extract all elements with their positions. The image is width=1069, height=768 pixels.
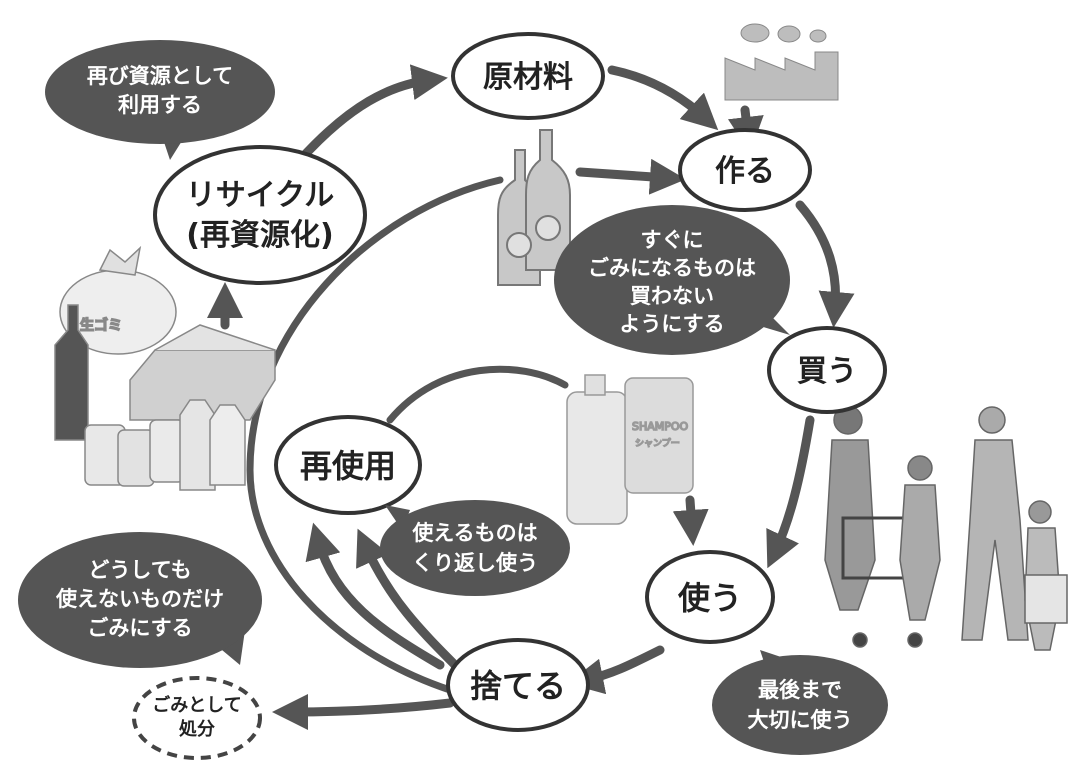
node-raw-materials: 原材料 (451, 32, 605, 120)
node-recycle: リサイクル (再資源化) (153, 145, 367, 285)
make-label: 作る (715, 154, 775, 189)
node-use: 使う (645, 550, 775, 644)
arrow-recycle-to-raw (295, 64, 448, 165)
recycle-label-line1: リサイクル (186, 178, 335, 213)
discard-note-line3: ごみにする (87, 616, 192, 640)
recycle-label-line2: (再資源化) (186, 218, 333, 253)
discard-label: 捨てる (470, 667, 566, 705)
discard-note-line2: 使えないものだけ (55, 587, 224, 611)
discard-note-line1: どうしても (88, 558, 191, 582)
recycle-note-line1: 再び資源として (87, 64, 233, 88)
bubble-buy-note: すぐに ごみになるものは 買わない ようにする (554, 205, 790, 355)
arrow-buy-to-use (766, 415, 815, 569)
node-reuse: 再使用 (274, 415, 422, 515)
arrow-discard-to-reuse (356, 528, 465, 675)
use-note-line1: 最後まで (758, 678, 842, 702)
dispose-label-line2: 処分 (179, 718, 215, 740)
bubble-reuse-note: 使えるものは くり返し使う (380, 500, 570, 596)
use-note-line2: 大切に使う (748, 708, 853, 732)
shampoo-illustration: SHAMPOO シャンプー (566, 374, 694, 525)
node-make: 作る (678, 128, 812, 212)
bottles-illustration (497, 129, 571, 286)
node-dispose: ごみとして 処分 (132, 676, 262, 760)
arrow-discard-to-dispose (272, 693, 455, 730)
buy-note-line1: すぐに (641, 228, 704, 252)
reuse-label: 再使用 (300, 447, 396, 485)
arrow-reuse-to-shampoo (386, 365, 569, 424)
factory-illustration (724, 23, 839, 101)
buy-note-line2: ごみになるものは (588, 256, 756, 280)
buy-label: 買う (797, 354, 857, 389)
arrow-bottles-to-make (575, 158, 686, 195)
arrow-discard-to-recycle (246, 176, 504, 694)
arrow-make-to-buy (795, 200, 855, 328)
shopping-family-illustration (824, 405, 1068, 651)
bubble-recycle-note: 再び資源として 利用する (45, 40, 275, 160)
node-discard: 捨てる (446, 638, 590, 732)
node-buy: 買う (767, 326, 887, 414)
shampoo-label: SHAMPOO (632, 420, 689, 433)
arrow-use-to-discard (567, 645, 665, 695)
reuse-note-line1: 使えるものは (411, 521, 537, 545)
buy-note-line3: 買わない (630, 284, 714, 308)
arrow-raw-to-factory (607, 65, 719, 131)
shampoo-sub-label: シャンプー (635, 438, 680, 449)
cycle-arrows (207, 64, 855, 730)
dispose-label-line1: ごみとして (152, 694, 241, 716)
raw-materials-label: 原材料 (483, 60, 573, 95)
bubble-discard-note: どうしても 使えないものだけ ごみにする (18, 532, 262, 668)
recycle-note-line2: 利用する (118, 93, 202, 117)
reuse-note-line2: くり返し使う (412, 551, 538, 575)
garbage-pile-illustration: 生ゴミ (54, 245, 276, 491)
arrow-shampoo-to-use (672, 495, 709, 546)
buy-note-line4: ようにする (619, 312, 724, 336)
arrow-discard-to-reuse-2 (305, 522, 445, 670)
garbage-bag-label: 生ゴミ (80, 317, 122, 334)
bubble-use-note: 最後まで 大切に使う (712, 650, 888, 755)
use-label: 使う (677, 579, 742, 617)
